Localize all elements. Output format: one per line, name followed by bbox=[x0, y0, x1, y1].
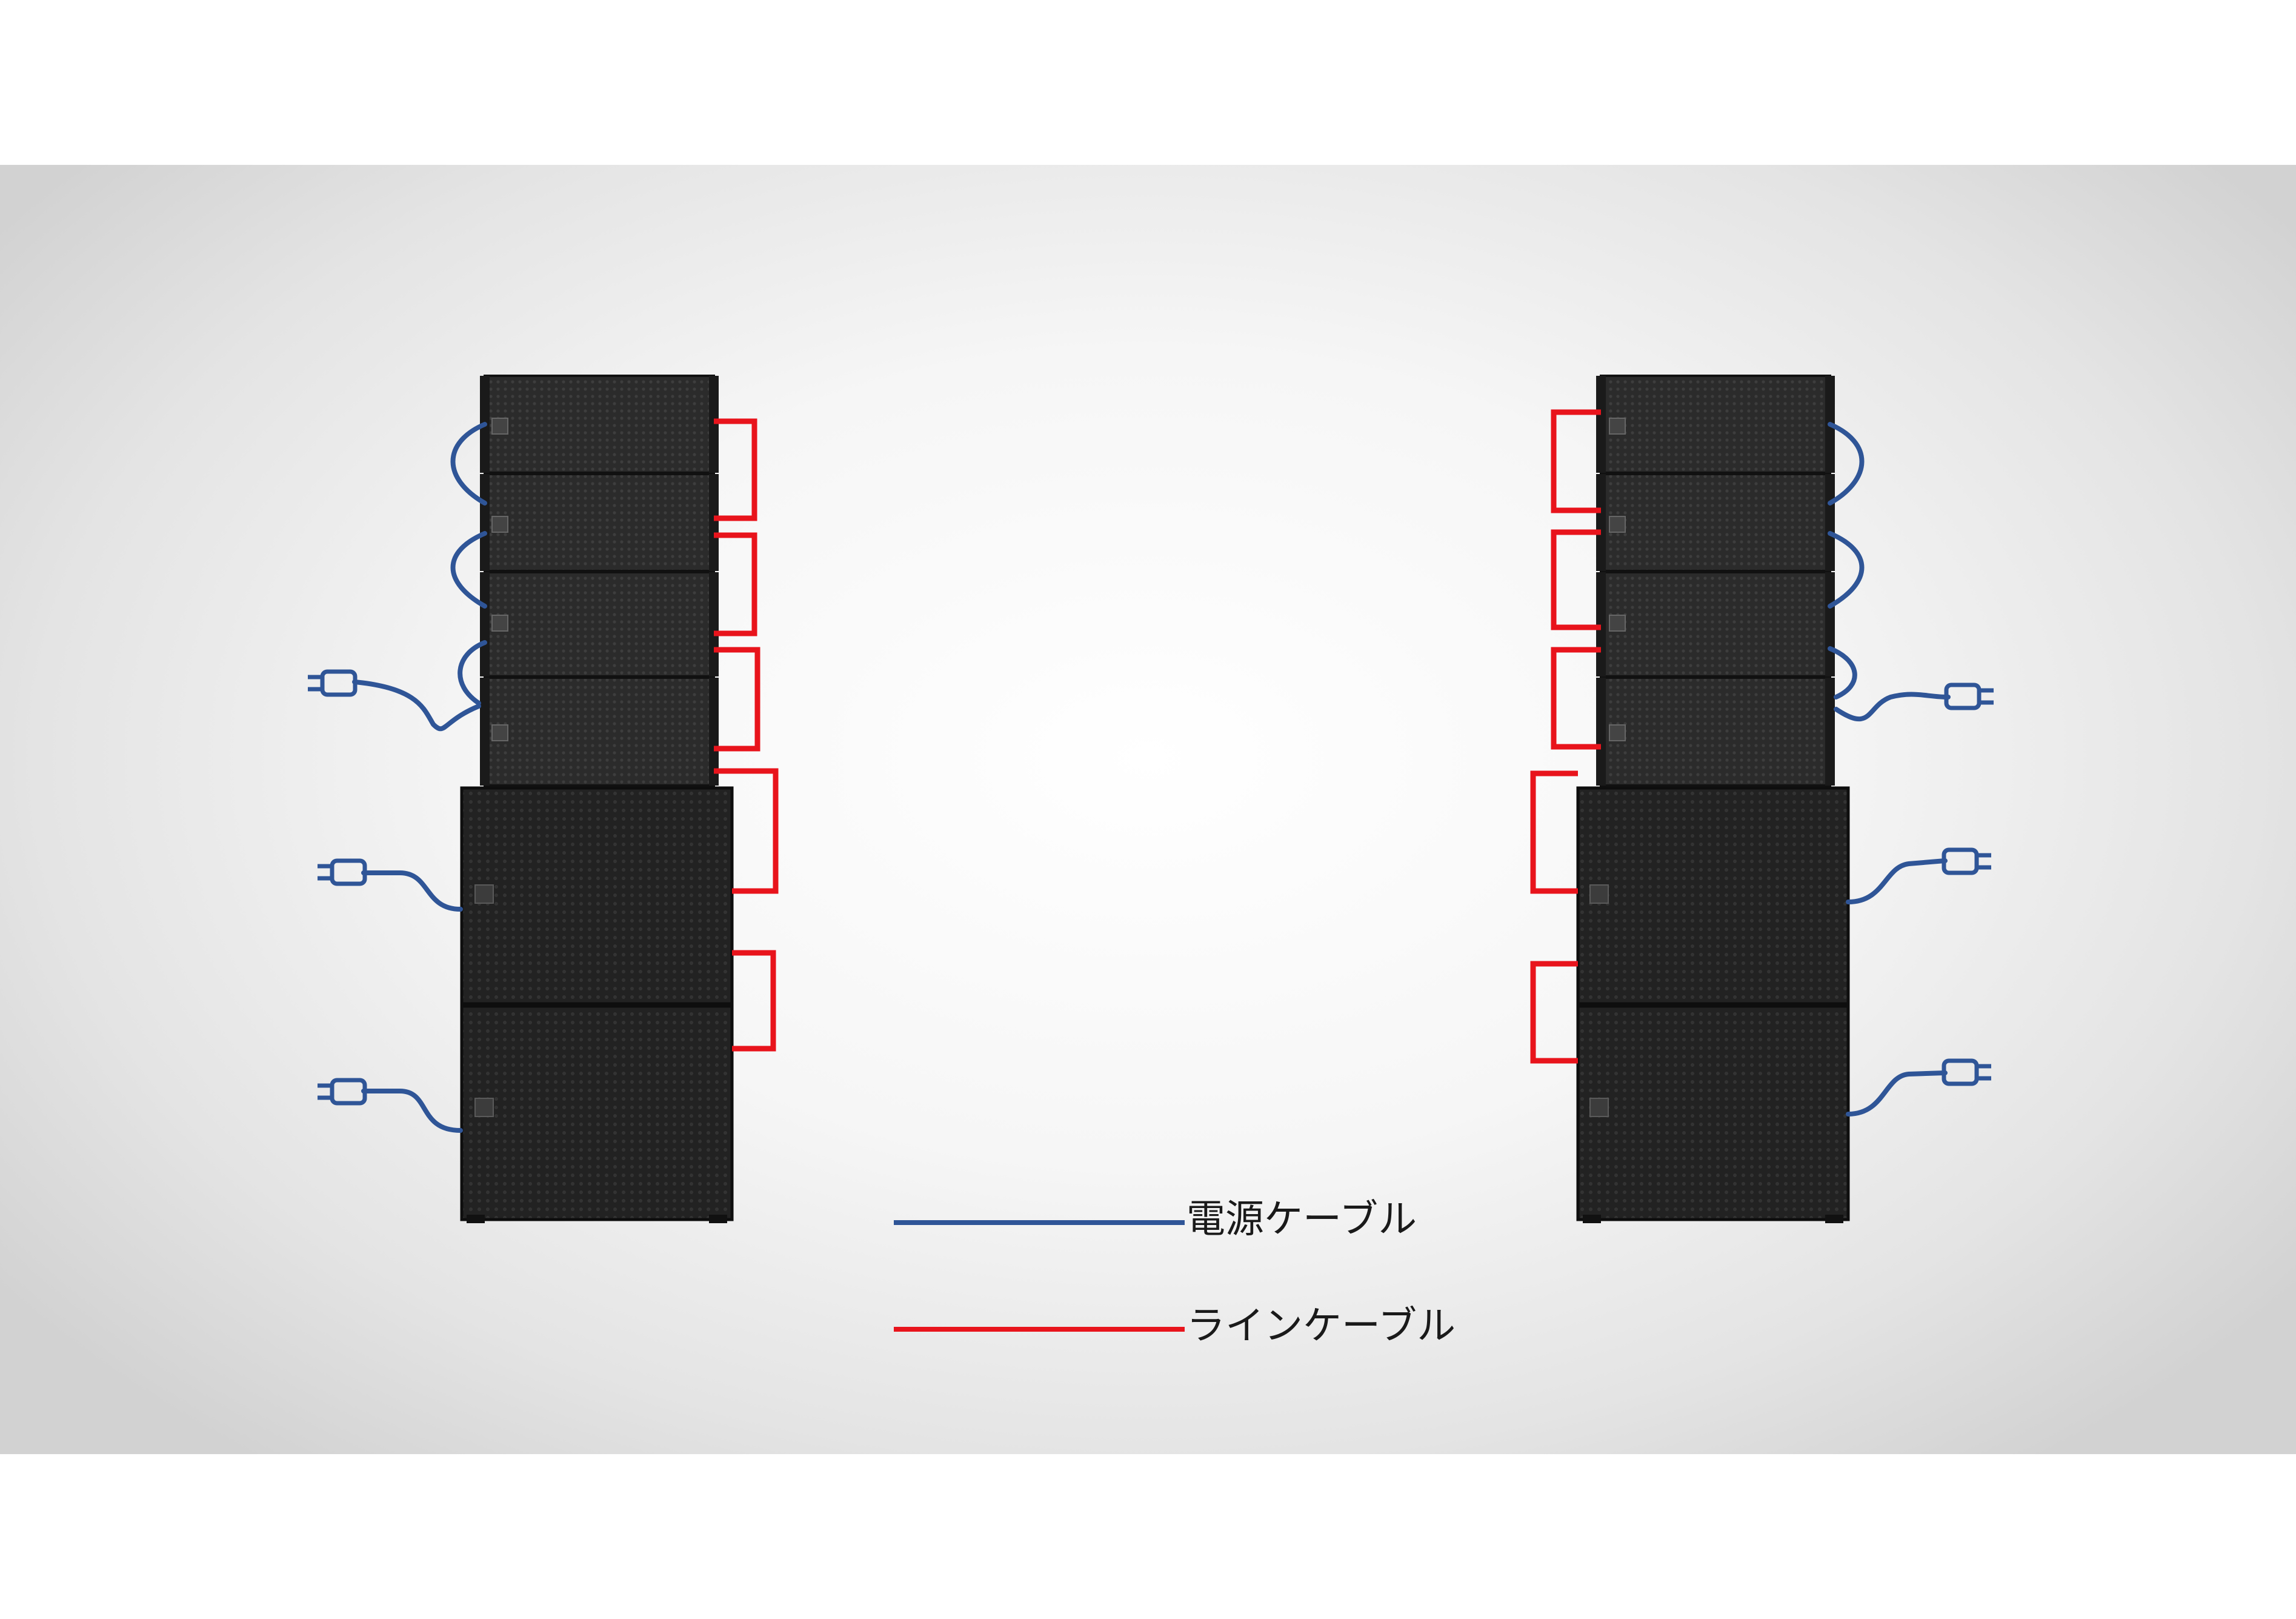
left-subwoofer-1 bbox=[460, 786, 734, 1006]
speaker-logo-badge bbox=[1609, 724, 1626, 741]
right-power-cables bbox=[1828, 422, 1951, 1117]
right-subwoofer-2 bbox=[1576, 1004, 1850, 1223]
power-plug-icon bbox=[318, 858, 367, 886]
left-speaker-stack bbox=[308, 375, 779, 1223]
power-plug-icon bbox=[1942, 1058, 1991, 1086]
speaker-logo-badge bbox=[1609, 516, 1626, 533]
right-top-box-2 bbox=[1596, 473, 1835, 572]
power-plug-icon bbox=[318, 1078, 367, 1106]
left-top-box-3 bbox=[480, 571, 719, 678]
right-speaker-stack bbox=[1530, 375, 1994, 1223]
diagram-background bbox=[0, 165, 2296, 1454]
speaker-logo-badge bbox=[491, 724, 508, 741]
right-top-box-1 bbox=[1596, 375, 1835, 474]
speaker-logo-badge bbox=[474, 884, 494, 904]
speaker-logo-badge bbox=[474, 1098, 494, 1117]
left-power-cables bbox=[352, 422, 487, 1133]
power-plug-icon bbox=[1942, 847, 1991, 875]
speaker-logo-badge bbox=[491, 418, 508, 435]
left-top-box-2 bbox=[480, 473, 719, 572]
legend-line-label: ラインケーブル bbox=[1186, 1304, 1456, 1349]
legend-power-label: 電源ケーブル bbox=[1186, 1197, 1417, 1242]
speaker-logo-badge bbox=[491, 615, 508, 632]
left-top-box-1 bbox=[480, 375, 719, 474]
right-line-cables bbox=[1530, 409, 1601, 1064]
left-line-cables bbox=[714, 418, 779, 1052]
power-plug-icon bbox=[308, 669, 358, 697]
left-subwoofer-2 bbox=[460, 1004, 734, 1223]
left-top-box-4 bbox=[480, 676, 719, 787]
right-top-box-3 bbox=[1596, 571, 1835, 678]
speaker-logo-badge bbox=[1609, 418, 1626, 435]
right-top-box-4 bbox=[1596, 676, 1835, 787]
speaker-logo-badge bbox=[1609, 615, 1626, 632]
speaker-logo-badge bbox=[1589, 884, 1609, 904]
power-plug-icon bbox=[1944, 683, 1994, 710]
right-subwoofer-1 bbox=[1576, 786, 1850, 1006]
speaker-logo-badge bbox=[491, 516, 508, 533]
speaker-logo-badge bbox=[1589, 1098, 1609, 1117]
